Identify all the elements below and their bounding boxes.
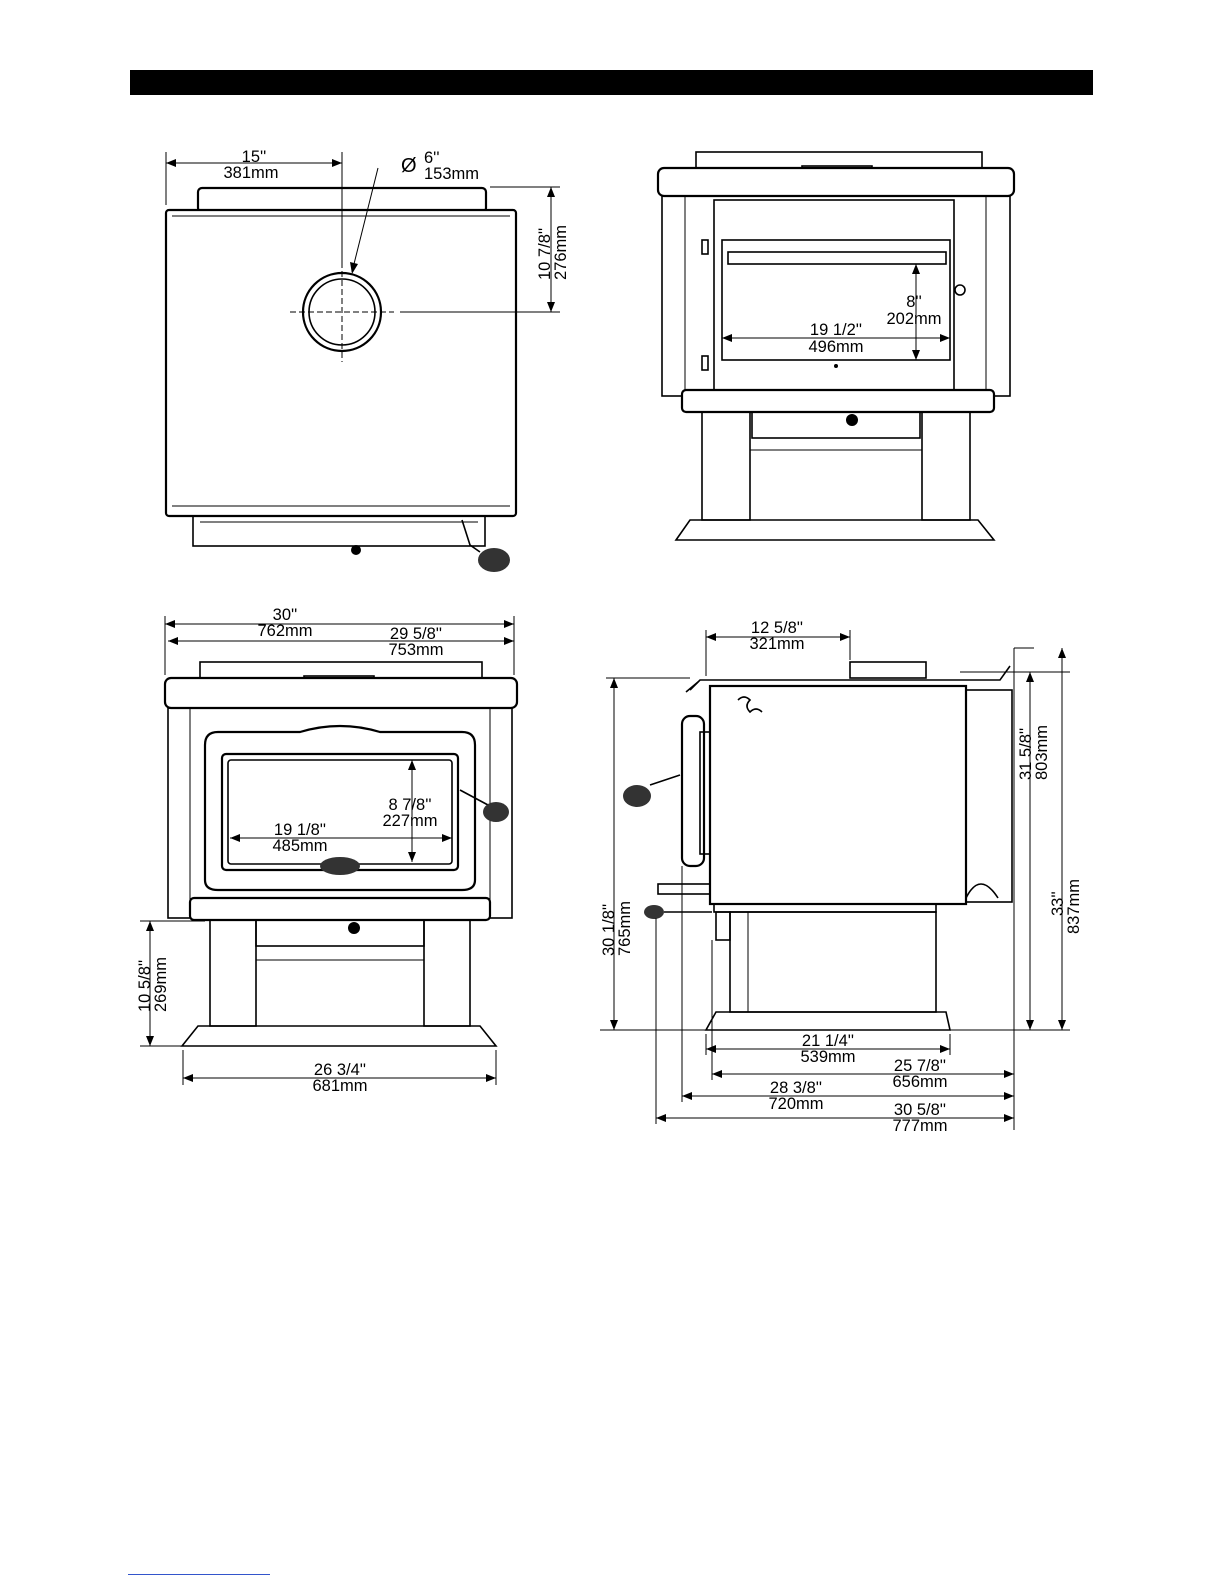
sv-pedestal [730, 912, 936, 1012]
sv-d1-mm: 656mm [892, 1073, 947, 1091]
top-depth-mm: 276mm [552, 225, 570, 280]
fv-glass-h-mm: 227mm [382, 812, 437, 830]
sv-top-mm: 321mm [749, 635, 804, 653]
fo-left-leg [702, 412, 750, 520]
fo-base [676, 520, 994, 540]
fo-ash-lip [682, 390, 994, 412]
handle-coil-icon [478, 548, 510, 572]
sv-body [710, 686, 966, 904]
fv-ash-drawer [256, 920, 424, 946]
fo-width-in: 19 1/2'' [810, 321, 862, 339]
front-view [140, 616, 517, 1085]
sv-d3-mm: 777mm [892, 1117, 947, 1135]
footer-link-underline [128, 1574, 270, 1575]
fo-right-leg [922, 412, 970, 520]
fv-glass-w-mm: 485mm [272, 837, 327, 855]
fv-body [168, 708, 512, 918]
fv-handle-coil-icon [483, 802, 509, 822]
fv-left-leg [210, 920, 256, 1026]
fo-width-mm: 496mm [808, 338, 863, 356]
fo-height-in: 8'' [906, 293, 921, 311]
sv-front-h-mm: 765mm [616, 901, 634, 956]
fv-top-mm: 753mm [388, 641, 443, 659]
sv-base-mm: 539mm [800, 1048, 855, 1066]
flue-mm: 153mm [424, 165, 479, 183]
sv-body-h-mm: 803mm [1033, 725, 1051, 780]
sv-base [706, 1012, 950, 1030]
fo-height-mm: 202mm [886, 310, 941, 328]
top-width-mm: 381mm [223, 164, 278, 182]
top-view [166, 152, 560, 572]
fv-base [182, 1026, 496, 1046]
fv-overall-mm: 762mm [257, 622, 312, 640]
flue-dia-symbol: Ø [401, 155, 417, 177]
fv-base-w-mm: 681mm [312, 1077, 367, 1095]
sv-total-h-mm: 837mm [1065, 879, 1083, 934]
fo-top-plate [658, 168, 1014, 196]
top-plate [166, 210, 516, 516]
fv-right-leg [424, 920, 470, 1026]
sv-flue-collar [850, 662, 926, 678]
fv-top-plate [165, 678, 517, 708]
sv-handle-coil-icon [623, 785, 651, 807]
top-view-ash-lip [193, 516, 485, 546]
fv-ash-lip [190, 898, 490, 920]
fo-ash-drawer [752, 412, 920, 438]
logo-badge-icon [320, 857, 360, 875]
sv-d2-mm: 720mm [768, 1095, 823, 1113]
fv-leg-h-mm: 269mm [152, 957, 170, 1012]
